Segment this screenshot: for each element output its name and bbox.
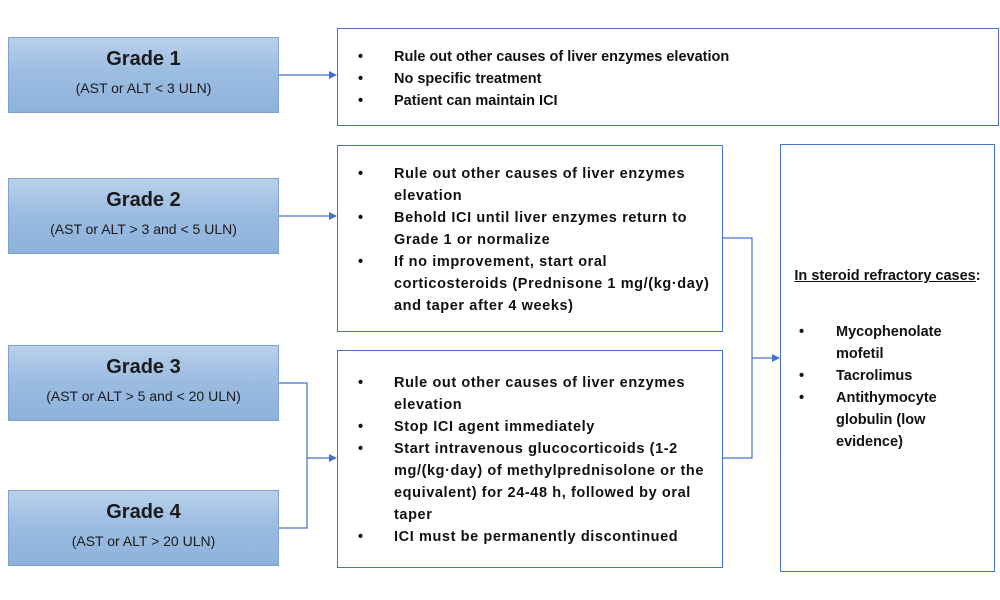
bullet-icon: • xyxy=(358,254,364,270)
bullet-icon: • xyxy=(358,441,364,457)
bullet-icon: • xyxy=(358,529,364,545)
bracket-refractory xyxy=(723,237,753,459)
grade-2-management-box: •Rule out other causes of liver enzymes … xyxy=(337,145,723,332)
refractory-heading-colon: : xyxy=(975,268,981,284)
list-item: •Antithymocyte globulin (low evidence) xyxy=(781,387,994,453)
grade-4-box: Grade 4 (AST or ALT > 20 ULN) xyxy=(8,490,279,566)
bullet-icon: • xyxy=(358,166,364,182)
list-item: •No specific treatment xyxy=(338,68,998,90)
refractory-treatment-list: •Mycophenolate mofetil •Tacrolimus •Anti… xyxy=(781,321,994,453)
bullet-icon: • xyxy=(799,368,805,384)
grade-2-management-list: •Rule out other causes of liver enzymes … xyxy=(338,163,722,317)
grade-1-title: Grade 1 xyxy=(106,48,181,70)
refractory-heading: In steroid refractory cases: xyxy=(781,265,994,287)
bullet-icon: • xyxy=(799,324,805,340)
bullet-icon: • xyxy=(358,419,364,435)
list-item: •Start intravenous glucocorticoids (1-2 … xyxy=(338,438,722,526)
list-item: •Mycophenolate mofetil xyxy=(781,321,994,365)
grade-1-box: Grade 1 (AST or ALT < 3 ULN) xyxy=(8,37,279,113)
bullet-icon: • xyxy=(799,390,805,406)
list-item: •Tacrolimus xyxy=(781,365,994,387)
bracket-grade3-4 xyxy=(279,382,308,529)
list-item: •Rule out other causes of liver enzymes … xyxy=(338,46,998,68)
bullet-icon: • xyxy=(358,375,364,391)
list-item: •Patient can maintain ICI xyxy=(338,90,998,112)
grade-1-management-box: •Rule out other causes of liver enzymes … xyxy=(337,28,999,126)
steroid-refractory-box: In steroid refractory cases: •Mycophenol… xyxy=(780,144,995,572)
bullet-icon: • xyxy=(358,49,364,65)
grade-1-management-list: •Rule out other causes of liver enzymes … xyxy=(338,46,998,112)
grade-3-title: Grade 3 xyxy=(106,356,181,378)
grade-3-criteria: (AST or ALT > 5 and < 20 ULN) xyxy=(46,388,241,404)
grade-2-box: Grade 2 (AST or ALT > 3 and < 5 ULN) xyxy=(8,178,279,254)
bullet-icon: • xyxy=(358,93,364,109)
list-item: •Rule out other causes of liver enzymes … xyxy=(338,163,722,207)
list-item: •ICI must be permanently discontinued xyxy=(338,526,722,548)
bullet-icon: • xyxy=(358,210,364,226)
grade-3-4-management-list: •Rule out other causes of liver enzymes … xyxy=(338,372,722,548)
list-item: •Stop ICI agent immediately xyxy=(338,416,722,438)
list-item: •Behold ICI until liver enzymes return t… xyxy=(338,207,722,251)
list-item: •If no improvement, start oral corticost… xyxy=(338,251,722,317)
grade-4-criteria: (AST or ALT > 20 ULN) xyxy=(71,533,216,549)
bullet-icon: • xyxy=(358,71,364,87)
list-item: •Rule out other causes of liver enzymes … xyxy=(338,372,722,416)
grade-1-criteria: (AST or ALT < 3 ULN) xyxy=(75,80,212,96)
grade-3-4-management-box: •Rule out other causes of liver enzymes … xyxy=(337,350,723,568)
grade-4-title: Grade 4 xyxy=(106,501,181,523)
grade-2-criteria: (AST or ALT > 3 and < 5 ULN) xyxy=(50,221,237,237)
grade-3-box: Grade 3 (AST or ALT > 5 and < 20 ULN) xyxy=(8,345,279,421)
refractory-heading-text: In steroid refractory cases xyxy=(794,268,976,284)
grade-2-title: Grade 2 xyxy=(106,189,181,211)
